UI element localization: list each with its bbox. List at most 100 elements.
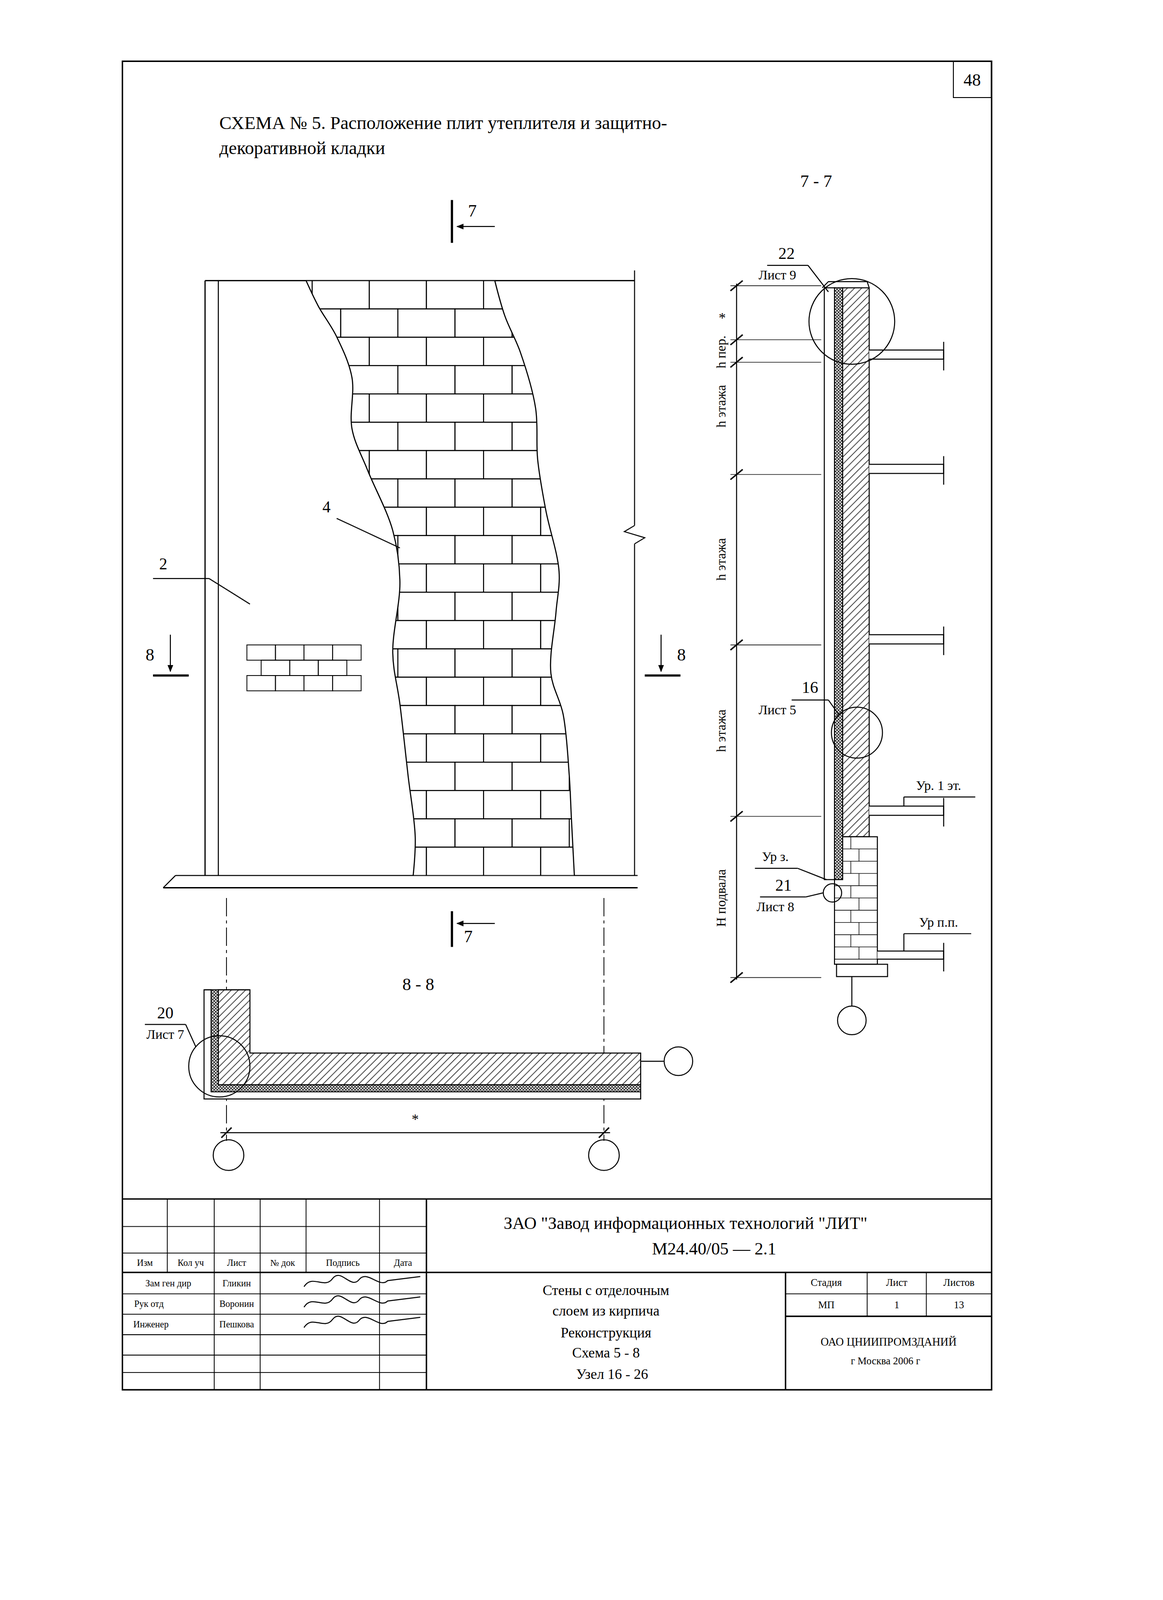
brick — [597, 507, 655, 536]
brick — [454, 421, 512, 451]
stamp-header: Дата — [393, 1257, 412, 1269]
brick — [454, 648, 512, 677]
stamp-line — [122, 1271, 427, 1273]
brick — [397, 705, 455, 734]
brick — [626, 421, 684, 451]
stamp-role: Рук отд — [134, 1298, 165, 1309]
callout-circle — [831, 706, 883, 758]
brick — [369, 450, 427, 479]
section-title: 8 - 8 — [402, 974, 435, 995]
brick — [483, 620, 541, 649]
extension-line — [730, 361, 822, 363]
stamp-cell: 1 — [894, 1298, 900, 1311]
brick — [597, 677, 655, 706]
brick — [426, 677, 484, 706]
section-arrow — [660, 634, 662, 672]
stamp-cell: МП — [818, 1298, 835, 1311]
brick — [426, 450, 484, 479]
stamp-header: Лист — [226, 1257, 247, 1269]
brick — [340, 478, 398, 508]
brick — [369, 337, 427, 366]
wall-break — [640, 1052, 642, 1099]
brick — [369, 790, 427, 819]
axis-circle — [588, 1139, 620, 1170]
stamp-line — [926, 1271, 927, 1316]
brick — [483, 507, 541, 536]
brick — [255, 393, 313, 422]
brick — [597, 280, 655, 309]
leader-line — [807, 265, 829, 292]
brick — [569, 308, 627, 338]
extension-line — [730, 644, 822, 645]
stamp-role: Зам ген дир — [145, 1278, 192, 1289]
dimension-label: h этажа — [713, 709, 729, 752]
stamp-header: № док — [270, 1257, 295, 1269]
axis-circle — [213, 1139, 244, 1170]
brick-joint — [850, 836, 851, 850]
brick — [426, 337, 484, 366]
stamp-line — [122, 1354, 427, 1356]
sheet-title: Схема 5 - 8 — [571, 1344, 640, 1361]
leader-line — [185, 1024, 196, 1047]
brick — [569, 761, 627, 791]
brick — [283, 421, 341, 451]
stamp-line — [122, 1252, 427, 1254]
floor-slab — [869, 634, 944, 644]
company-name: ЗАО "Завод информационных технологий "ЛИ… — [503, 1213, 868, 1234]
section-arrow — [169, 634, 171, 672]
brick — [483, 733, 541, 762]
brick — [597, 563, 655, 592]
stamp-line — [379, 1198, 381, 1390]
brick — [397, 365, 455, 394]
brick — [569, 648, 627, 677]
brick-joint — [834, 958, 878, 960]
section-mark — [450, 200, 453, 243]
brick-joint — [834, 885, 878, 886]
brick — [255, 733, 313, 762]
brick — [283, 591, 341, 621]
callout-circle — [188, 1035, 250, 1097]
dimension-line — [220, 1132, 611, 1133]
stamp-line — [784, 1271, 787, 1390]
brick — [369, 620, 427, 649]
brick — [626, 365, 684, 394]
plinth-line — [163, 886, 638, 889]
stamp-line — [166, 1198, 168, 1272]
brick — [226, 705, 284, 734]
extension-line — [730, 977, 822, 978]
leader-line — [755, 867, 798, 869]
structural-wall — [842, 287, 870, 837]
stamp-cell: 13 — [953, 1298, 964, 1311]
facing-layer — [204, 989, 641, 1099]
wall-edge — [633, 543, 635, 876]
brick-sample — [332, 675, 362, 691]
brick — [255, 563, 313, 592]
brick — [369, 393, 427, 422]
floor-slab — [877, 950, 944, 959]
floor-slab — [869, 464, 944, 474]
leader-line — [903, 932, 972, 934]
callout-number: 20 — [157, 1003, 174, 1023]
brick-facing — [226, 280, 684, 876]
slab-break — [943, 797, 945, 827]
stamp-line — [122, 1198, 992, 1200]
brick — [340, 421, 398, 451]
brick — [626, 818, 684, 847]
section-arrow — [457, 226, 495, 227]
brick-sample — [275, 644, 304, 661]
sheet-title: Стены с отделочным слоем из кирпича — [529, 1280, 683, 1322]
stamp-line — [305, 1198, 307, 1272]
stamp-line — [259, 1198, 261, 1390]
brick-sample — [289, 659, 319, 676]
leader-line — [209, 578, 251, 604]
brick — [512, 591, 570, 621]
brick — [597, 620, 655, 649]
sheet-reference: Лист 5 — [758, 702, 797, 718]
brick — [597, 450, 655, 479]
brick — [312, 733, 370, 762]
stamp-line — [426, 1271, 992, 1273]
brick-sample — [303, 675, 333, 691]
wall-edge — [217, 280, 219, 876]
brick — [226, 478, 284, 508]
brick — [397, 478, 455, 508]
